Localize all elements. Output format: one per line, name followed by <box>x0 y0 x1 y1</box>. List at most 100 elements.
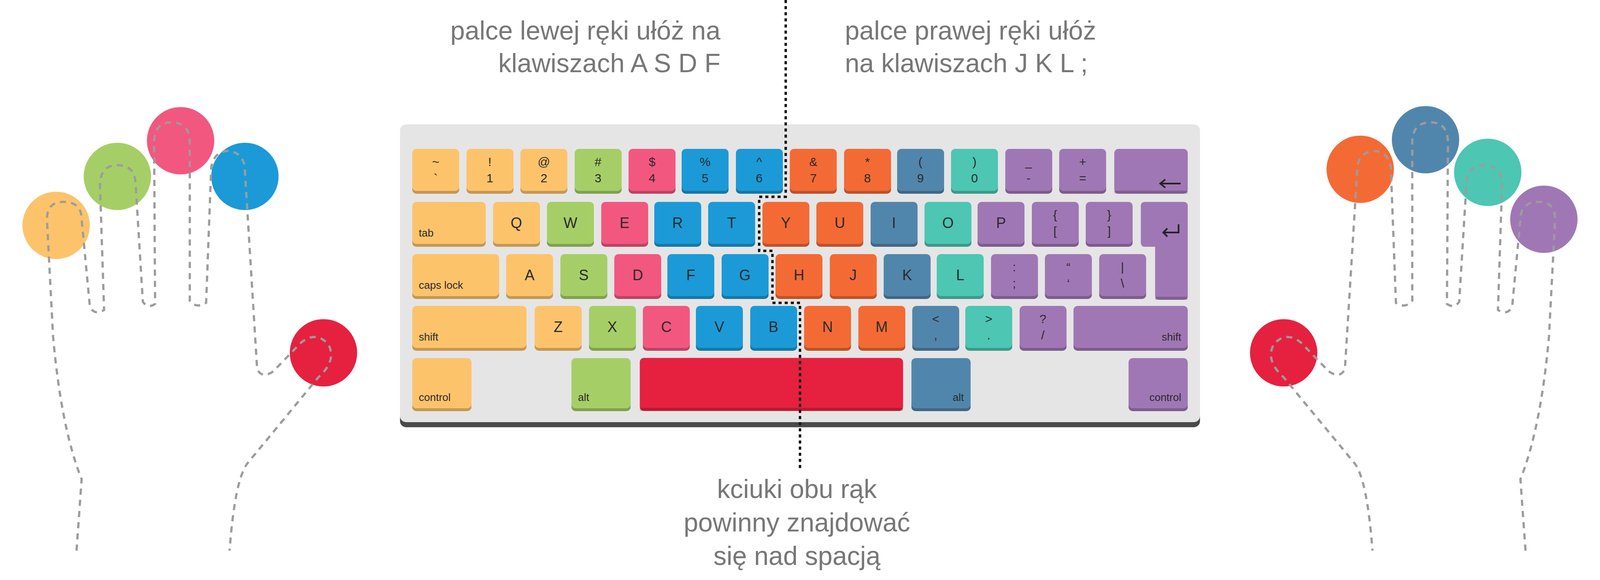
key-label: $ <box>648 153 656 171</box>
key-label: ? <box>1039 311 1047 328</box>
keyboard-key: tab <box>412 202 486 247</box>
keyboard-key: K <box>883 254 931 300</box>
key-shadow <box>1114 191 1188 195</box>
keyboard-key: E <box>601 202 649 247</box>
key-label: B <box>768 318 779 336</box>
key-label: ; <box>1012 275 1016 292</box>
key-label: = <box>1079 170 1087 187</box>
key-label: X <box>607 318 618 336</box>
keyboard-key: Z <box>534 306 582 352</box>
keyboard-key: (9 <box>897 148 945 194</box>
key-label: Z <box>553 318 563 336</box>
keyboard-key: @2 <box>520 148 568 194</box>
keyboard-key: control <box>1128 358 1188 412</box>
key-label: % <box>699 153 711 171</box>
keyboard-key: Q <box>493 202 540 247</box>
keyboard-key: |\ <box>1099 254 1147 300</box>
key-label: / <box>1041 327 1045 344</box>
key-label: S <box>578 266 589 285</box>
key-label: 6 <box>755 170 763 187</box>
keyboard-key: “‘ <box>1044 254 1092 300</box>
keyboard-key: P <box>977 202 1025 247</box>
key-label: control <box>418 391 451 405</box>
backspace-symbol <box>1160 179 1181 188</box>
key-label: M <box>875 318 888 336</box>
keyboard-key: I <box>870 202 918 247</box>
keyboard-key: :; <box>991 254 1038 300</box>
keyboard-key: <, <box>912 306 960 352</box>
keyboard-key: {[ <box>1031 202 1079 247</box>
left-hand <box>22 107 358 552</box>
finger-dot <box>1510 185 1578 254</box>
finger-dot <box>83 142 152 211</box>
key-label: [ <box>1053 223 1057 240</box>
keyboard-key: N <box>804 306 852 352</box>
keyboard-key: V <box>695 306 743 352</box>
caption-text: kciuki obu rąk powinny znajdować się nad… <box>683 474 911 572</box>
key-label: control <box>1149 391 1182 405</box>
keyboard-key: B <box>750 306 798 352</box>
finger-dot <box>22 191 90 260</box>
key-shadow <box>1155 297 1188 301</box>
key-label: J <box>849 266 857 285</box>
key-label: L <box>955 266 965 285</box>
key-label: W <box>563 214 578 232</box>
keyboard-key: ~` <box>412 148 460 194</box>
key-label: K <box>902 266 912 285</box>
key-label: < <box>932 311 940 328</box>
key-label: 8 <box>864 170 872 187</box>
keyboard-key: ^6 <box>735 148 783 194</box>
keyboard-key: &7 <box>789 148 837 194</box>
key-label: ! <box>488 153 492 171</box>
keyboard-key: caps lock <box>412 254 500 300</box>
keyboard-key: L <box>936 254 984 300</box>
keyboard-key: Y <box>762 202 810 247</box>
key-label: : <box>1012 259 1016 276</box>
key-label: 0 <box>971 170 978 187</box>
caption-text: palce lewej ręki ułóż na klawiszach A S … <box>410 14 721 80</box>
key-label: \ <box>1120 275 1125 292</box>
keyboard-key: C <box>642 306 690 352</box>
key-label: ~ <box>432 153 440 171</box>
key-label: ‘ <box>1066 275 1070 292</box>
keyboard-key: M <box>858 306 906 352</box>
keyboard-key: alt <box>571 358 631 412</box>
keyboard-key: S <box>560 254 608 300</box>
key-label: ( <box>918 153 923 171</box>
key-label: R <box>672 214 683 232</box>
key-label: tab <box>418 226 434 240</box>
caption-text: kciuki obu rąk powinny znajdować się nad… <box>675 472 919 574</box>
keyboard-key: )0 <box>951 148 998 194</box>
key-label: alt <box>952 391 964 405</box>
finger-dot <box>1454 138 1522 207</box>
key-label: * <box>864 153 870 171</box>
keyboard-key: J <box>829 254 877 300</box>
finger-dot <box>211 142 279 211</box>
key-label: N <box>822 318 834 336</box>
key-label: 1 <box>486 170 494 187</box>
keyboard-key: F <box>667 254 715 300</box>
keyboard-key: shift <box>412 306 527 352</box>
keyboard-key: W <box>546 202 594 247</box>
keyboard-key: H <box>775 254 823 300</box>
right-hand <box>1250 106 1578 552</box>
key-label: ] <box>1107 223 1111 240</box>
keyboard-key: *8 <box>844 148 892 194</box>
caption-text: palce lewej ręki ułóż na klawiszach A S … <box>450 15 721 78</box>
keyboard-key: G <box>721 254 769 300</box>
key-label: caps lock <box>418 279 463 292</box>
keyboard-key: A <box>506 254 554 300</box>
keyboard-key: %5 <box>681 148 729 194</box>
key-label: { <box>1053 206 1058 224</box>
key-label: alt <box>577 391 589 405</box>
enter-key <box>1140 202 1188 300</box>
finger-dot <box>1326 135 1394 204</box>
keyboard-key: #3 <box>574 148 622 194</box>
key-label: H <box>793 266 805 285</box>
key-label: Q <box>510 214 523 232</box>
key-label: | <box>1120 259 1125 276</box>
key-label: ^ <box>756 153 763 171</box>
key-label: I <box>891 214 896 232</box>
key-label: - <box>1026 170 1031 187</box>
key-label: Y <box>780 214 791 232</box>
